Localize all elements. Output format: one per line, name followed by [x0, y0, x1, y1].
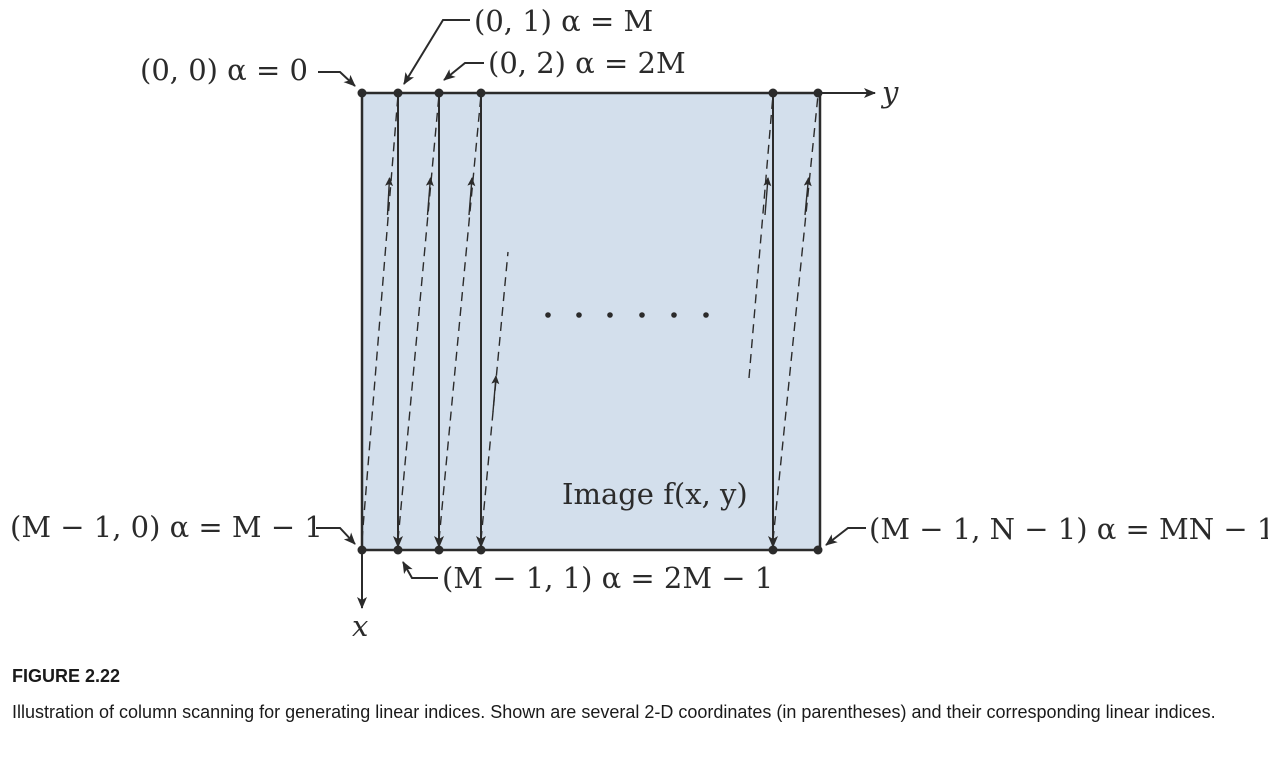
y-axis-label: y — [880, 75, 899, 109]
bottom-right-label: (M − 1, N − 1) α = MN − 1 — [869, 512, 1268, 546]
column-scanning-diagram: y x (0, 0) α = 0 (0, 1) α = M (0, 2) α =… — [10, 4, 1268, 643]
return-arrows — [385, 177, 812, 413]
x-axis-label: x — [352, 609, 368, 643]
figure-title: FIGURE 2.22 — [12, 666, 121, 686]
return-paths — [361, 94, 819, 541]
pixel-points — [357, 88, 823, 555]
column2-top-label: (0, 2) α = 2M — [488, 46, 686, 80]
figure-caption: Illustration of column scanning for gene… — [12, 702, 1216, 722]
return-path — [480, 251, 509, 541]
leader-arrows — [316, 19, 866, 579]
bottom-left-label: (M − 1, 0) α = M − 1 — [10, 510, 323, 544]
bottom-column1-label: (M − 1, 1) α = 2M − 1 — [442, 561, 773, 595]
column1-top-label: (0, 1) α = M — [474, 4, 653, 38]
scan-columns — [393, 93, 778, 548]
return-path — [748, 94, 774, 379]
image-label: Image f(x, y) — [562, 477, 748, 511]
ellipsis-dots — [545, 312, 709, 318]
origin-label: (0, 0) α = 0 — [140, 53, 308, 87]
